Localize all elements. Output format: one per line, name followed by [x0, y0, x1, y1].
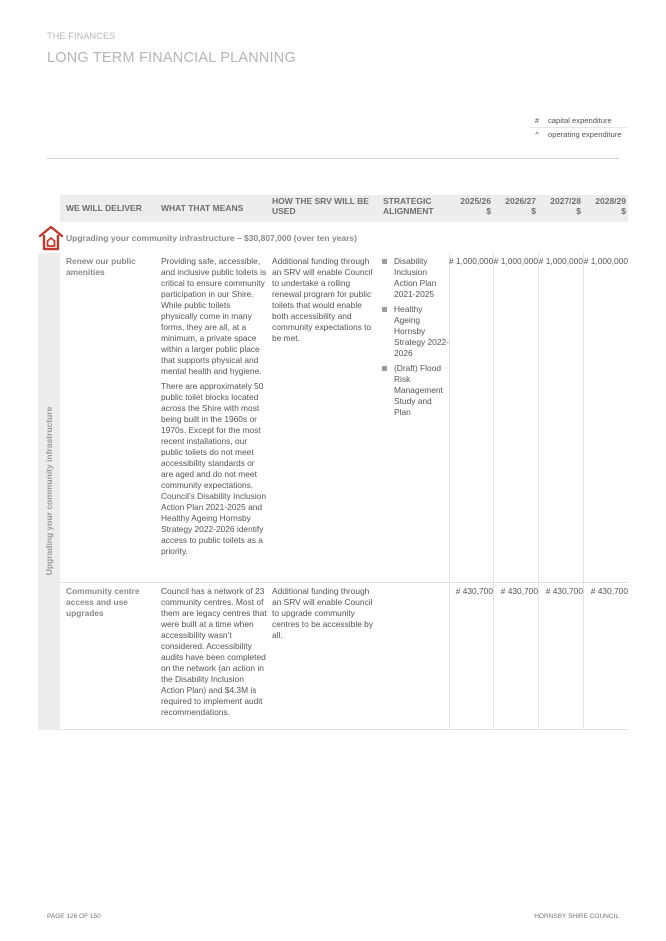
legend-row-capital: # capital expenditure [530, 114, 627, 127]
header-currency: $ [576, 206, 581, 216]
section-label: THE FINANCES [47, 31, 116, 41]
header-year-label: 2027/28 [550, 196, 581, 206]
amount-2025-26: # 1,000,000 [449, 256, 494, 266]
deliver-cell: Renew our public amenities [66, 256, 136, 277]
column-divider [493, 583, 494, 730]
side-band [38, 253, 60, 730]
amount-2027-28: # 430,700 [545, 586, 583, 596]
means-paragraph: Providing safe, accessible, and inclusiv… [161, 256, 267, 376]
alignment-list: Disability Inclusion Action Plan 2021-20… [382, 256, 450, 418]
column-divider [449, 253, 450, 583]
page-number: PAGE 126 OF 150 [47, 913, 101, 920]
means-cell: Providing safe, accessible, and inclusiv… [161, 256, 267, 561]
header-currency: $ [486, 206, 491, 216]
deliver-cell: Community centre access and use upgrades [66, 586, 140, 618]
header-year-4: 2028/29 $ [584, 196, 626, 223]
amount-2028-29: # 430,700 [590, 586, 628, 596]
amount-2025-26: # 430,700 [455, 586, 493, 596]
srv-cell: Additional funding through an SRV will e… [272, 586, 374, 640]
alignment-cell: Disability Inclusion Action Plan 2021-20… [382, 256, 450, 422]
means-paragraph: Council has a network of 23 community ce… [161, 586, 267, 717]
legend-text: operating expenditure [548, 129, 622, 139]
page-title: LONG TERM FINANCIAL PLANNING [47, 50, 296, 66]
column-divider [583, 583, 584, 730]
amount-2026-27: # 430,700 [500, 586, 538, 596]
header-year-1: 2025/26 $ [450, 196, 491, 223]
header-means: WHAT THAT MEANS [161, 203, 244, 213]
header-year-3: 2027/28 $ [539, 196, 581, 223]
header-currency: $ [531, 206, 536, 216]
means-cell: Council has a network of 23 community ce… [161, 586, 267, 722]
legend-symbol: # [534, 116, 540, 125]
legend-text: capital expenditure [548, 116, 612, 125]
amount-2026-27: # 1,000,000 [493, 256, 538, 266]
header-srv: HOW THE SRV WILL BE USED [272, 196, 369, 216]
means-paragraph: There are approximately 50 public toilet… [161, 381, 267, 556]
expenditure-legend: # capital expenditure ^ operating expend… [530, 114, 627, 140]
footer-org: HORNSBY SHIRE COUNCIL [534, 913, 619, 920]
column-divider [538, 583, 539, 730]
header-year-label: 2026/27 [505, 196, 536, 206]
header-year-2: 2026/27 $ [494, 196, 536, 223]
side-label: Upgrading your community infrastructure [44, 406, 54, 576]
list-item: Healthy Ageing Hornsby Strategy 2022-202… [382, 304, 450, 359]
header-currency: $ [621, 206, 626, 216]
group-heading: Upgrading your community infrastructure … [38, 224, 628, 252]
house-icon [38, 225, 64, 251]
legend-row-operating: ^ operating expenditure [530, 127, 627, 140]
column-divider [583, 253, 584, 583]
list-item: Disability Inclusion Action Plan 2021-20… [382, 256, 450, 300]
column-divider [449, 583, 450, 730]
table-row: Renew our public amenities Providing saf… [60, 253, 628, 583]
column-divider [493, 253, 494, 583]
divider-rule [47, 158, 619, 159]
srv-cell: Additional funding through an SRV will e… [272, 256, 373, 343]
legend-symbol: ^ [535, 129, 539, 139]
list-item: (Draft) Flood Risk Management Study and … [382, 363, 450, 418]
amount-2027-28: # 1,000,000 [538, 256, 583, 266]
header-year-label: 2025/26 [460, 196, 491, 206]
table-header: WE WILL DELIVER WHAT THAT MEANS HOW THE … [60, 195, 628, 222]
amount-2028-29: # 1,000,000 [583, 256, 628, 266]
column-divider [538, 253, 539, 583]
header-year-label: 2028/29 [595, 196, 626, 206]
header-deliver: WE WILL DELIVER [66, 203, 142, 213]
group-label: Upgrading your community infrastructure … [66, 233, 357, 243]
header-alignment: STRATEGIC ALIGNMENT [383, 196, 434, 216]
table-row: Community centre access and use upgrades… [60, 583, 628, 730]
